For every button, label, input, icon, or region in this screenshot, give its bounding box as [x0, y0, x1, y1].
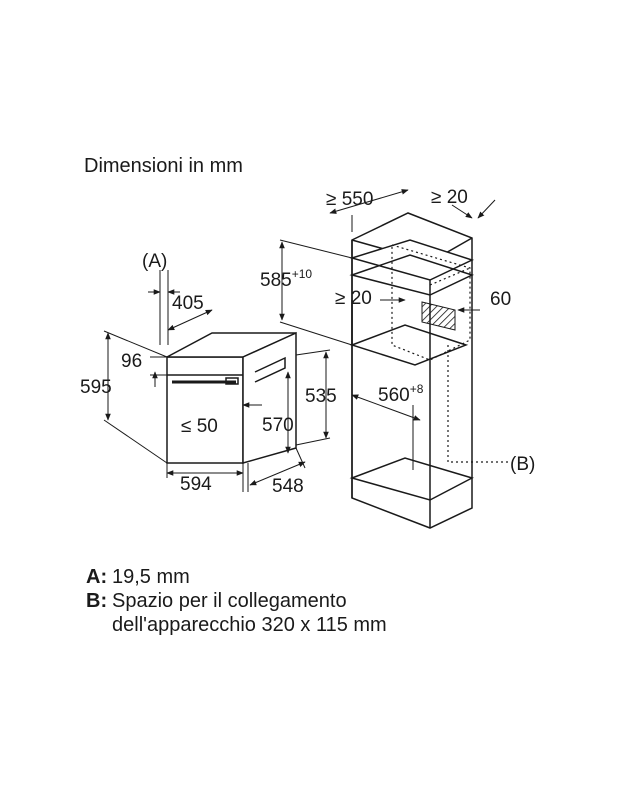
- dim-line-20-back: [451, 204, 473, 219]
- oven-front: [166, 356, 244, 464]
- dim-585: 585+10: [260, 267, 312, 291]
- dim-548: 548: [272, 476, 304, 497]
- dim-50: ≤ 50: [181, 416, 218, 437]
- dim-line-560: [351, 394, 421, 421]
- legend-a-text: 19,5 mm: [112, 566, 190, 588]
- dim-20-back: ≥ 20: [431, 187, 468, 208]
- legend-b: B:Spazio per il collegamento: [86, 589, 347, 613]
- dim-535: 535: [305, 386, 337, 407]
- legend-b-key: B:: [86, 590, 108, 612]
- legend-b-text: Spazio per il collegamento: [112, 590, 347, 612]
- legend-a: A:19,5 mm: [86, 565, 190, 589]
- dim-line-405: [167, 309, 213, 331]
- dim-60: 60: [490, 289, 511, 310]
- dim-570: 570: [262, 415, 294, 436]
- b-callout-line: [447, 345, 508, 463]
- cabinet-drawing: [349, 212, 475, 529]
- dim-96: 96: [121, 351, 142, 372]
- dim-550: ≥ 550: [326, 189, 373, 210]
- dim-595: 595: [80, 377, 112, 398]
- diagram-title: Dimensioni in mm: [84, 155, 243, 177]
- dim-594: 594: [180, 474, 212, 495]
- dim-560: 560+8: [378, 382, 424, 406]
- dim-line-550: [329, 189, 409, 214]
- vent-hatch: [421, 301, 456, 331]
- dim-line-548: [249, 461, 306, 486]
- label-b: (B): [510, 454, 535, 475]
- dim-20-side: ≥ 20: [335, 288, 372, 309]
- label-a: (A): [142, 251, 167, 272]
- legend-b-text-line2: dell'apparecchio 320 x 115 mm: [112, 614, 387, 636]
- dim-405: 405: [172, 293, 204, 314]
- oven-drawing: [166, 331, 297, 464]
- legend-a-key: A:: [86, 566, 108, 588]
